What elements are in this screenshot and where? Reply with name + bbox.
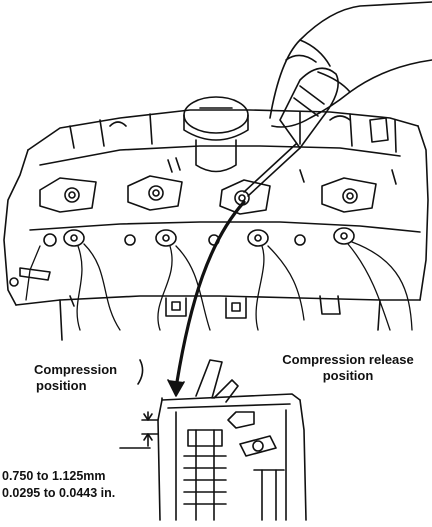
compression-position-label: Compression position <box>34 362 117 394</box>
injector-row <box>43 227 355 247</box>
clearance-spec-label: 0.750 to 1.125mm 0.0295 to 0.0443 in. <box>2 468 115 502</box>
plate-2 <box>127 175 183 211</box>
plate-1 <box>39 177 97 213</box>
oil-filler-cap <box>183 96 249 173</box>
pointer-arrow <box>167 200 246 397</box>
plate-4 <box>321 177 377 213</box>
injector-4 <box>333 227 355 245</box>
clearance-spec-in: 0.0295 to 0.0443 in. <box>2 486 116 500</box>
lower-brackets <box>9 267 341 319</box>
release-label-line1: Compression release <box>282 352 414 367</box>
injector-1 <box>63 229 85 247</box>
valve-detail <box>119 359 307 521</box>
cylinder-head <box>3 109 429 341</box>
compression-label-line1: Compression <box>34 362 118 377</box>
injector-2 <box>155 229 177 247</box>
injector-3 <box>247 229 269 247</box>
clearance-spec-mm: 0.750 to 1.125mm <box>2 469 106 483</box>
hand <box>269 1 432 128</box>
release-label-line2: position <box>322 368 374 383</box>
screwdriver <box>243 67 339 197</box>
compression-release-position-label: Compression release position <box>268 352 428 384</box>
plate-3 <box>219 179 271 215</box>
compression-label-line2: position <box>36 378 87 393</box>
fuel-lines <box>25 241 413 331</box>
decomp-plates <box>39 157 397 215</box>
